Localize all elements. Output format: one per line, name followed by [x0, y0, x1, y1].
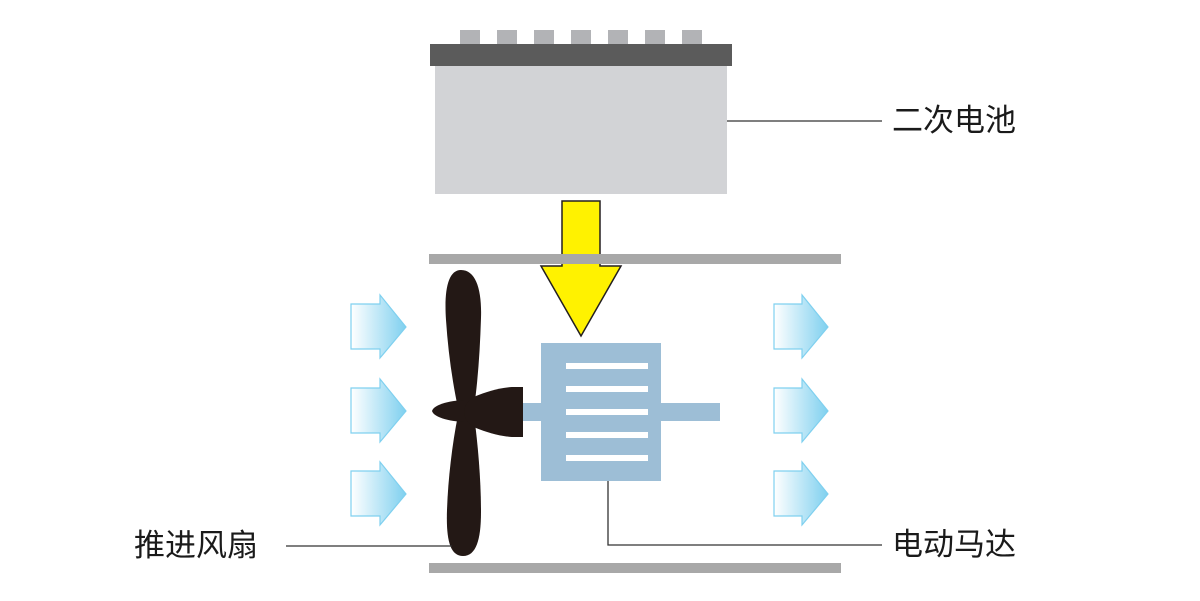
motor-label: 电动马达	[892, 527, 1016, 563]
electric-motor-icon	[522, 343, 720, 481]
battery-terminal	[460, 30, 480, 44]
fan-blade-bottom	[446, 415, 481, 556]
motor-slot	[566, 432, 648, 438]
motor-slot	[566, 409, 648, 415]
chevron-arrow-icon	[773, 460, 829, 527]
propeller-icon	[432, 270, 523, 556]
motor-slot	[566, 455, 648, 461]
intake-airflow	[350, 293, 407, 527]
motor-shaft-left	[522, 403, 544, 421]
motor-slot	[566, 363, 648, 369]
battery-terminal	[497, 30, 517, 44]
chevron-arrow-icon	[350, 377, 407, 444]
fan-hub	[464, 387, 523, 437]
exhaust-airflow	[773, 293, 829, 527]
battery-terminal	[645, 30, 665, 44]
battery-cap	[430, 44, 732, 66]
motor-leader-line	[607, 481, 882, 546]
battery	[430, 30, 732, 194]
battery-label: 二次电池	[892, 103, 1016, 139]
chevron-arrow-icon	[350, 293, 407, 360]
duct-bottom-rail	[429, 563, 841, 573]
battery-body	[435, 66, 727, 194]
motor-shaft-right	[660, 403, 720, 421]
battery-terminal	[682, 30, 702, 44]
duct-top-rail	[429, 254, 841, 264]
chevron-arrow-icon	[773, 377, 829, 444]
battery-terminal	[608, 30, 628, 44]
motor-flange-top	[553, 343, 661, 353]
chevron-arrow-icon	[773, 293, 829, 360]
fan-blade-left	[432, 400, 468, 422]
motor-slot	[566, 386, 648, 392]
fan-label: 推进风扇	[134, 528, 258, 564]
down-arrow-icon	[539, 200, 623, 338]
fan-blade-top	[445, 270, 482, 408]
battery-terminal	[571, 30, 591, 44]
battery-terminal	[534, 30, 554, 44]
chevron-arrow-icon	[350, 460, 407, 527]
